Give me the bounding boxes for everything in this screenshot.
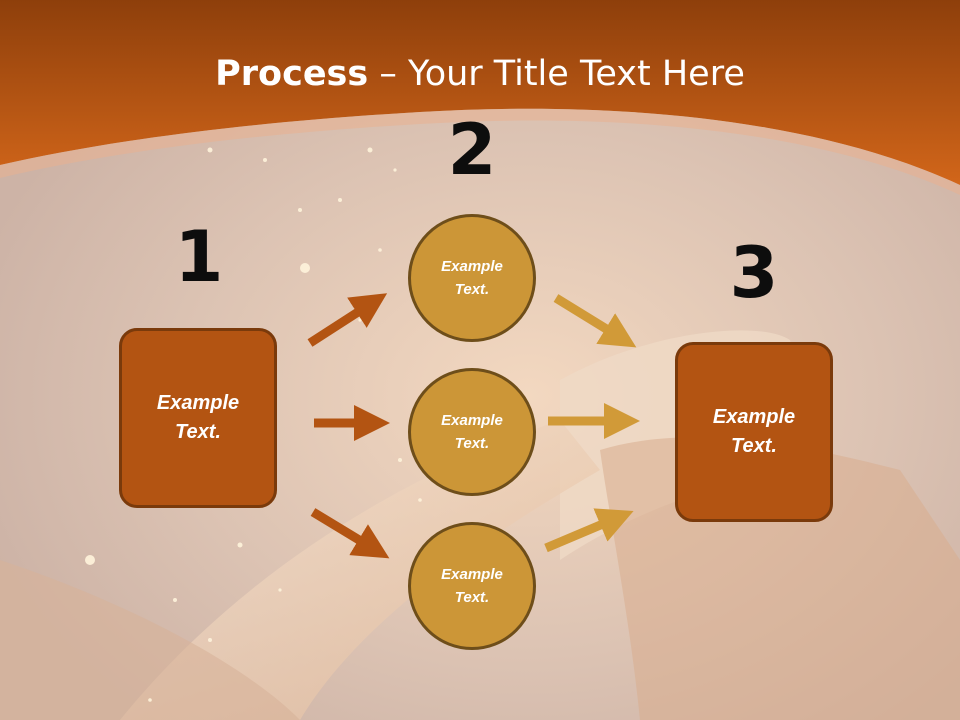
step-number-3: 3 <box>729 232 779 314</box>
title-bold: Process <box>215 54 369 94</box>
circle-top: Example Text. <box>408 214 536 342</box>
step-3-box: Example Text. <box>675 342 833 522</box>
step-1-line1: Example <box>156 392 240 414</box>
circle-middle-line2: Text. <box>454 435 490 452</box>
step-3-line1: Example <box>712 406 796 428</box>
step-1-box: Example Text. <box>119 328 277 508</box>
step-3-line2: Text. <box>731 435 777 457</box>
title-rest: – Your Title Text Here <box>368 54 745 94</box>
circle-top-line2: Text. <box>454 281 490 298</box>
circle-middle-line1: Example <box>441 412 503 429</box>
step-number-1: 1 <box>174 216 224 298</box>
step-number-2: 2 <box>447 109 497 191</box>
circle-bottom: Example Text. <box>408 522 536 650</box>
step-1-line2: Text. <box>175 421 221 443</box>
circle-middle: Example Text. <box>408 368 536 496</box>
circle-top-line1: Example <box>441 258 503 275</box>
circle-bottom-line1: Example <box>441 566 503 583</box>
circle-bottom-line2: Text. <box>454 589 490 606</box>
slide-title: Process – Your Title Text Here <box>0 52 960 96</box>
